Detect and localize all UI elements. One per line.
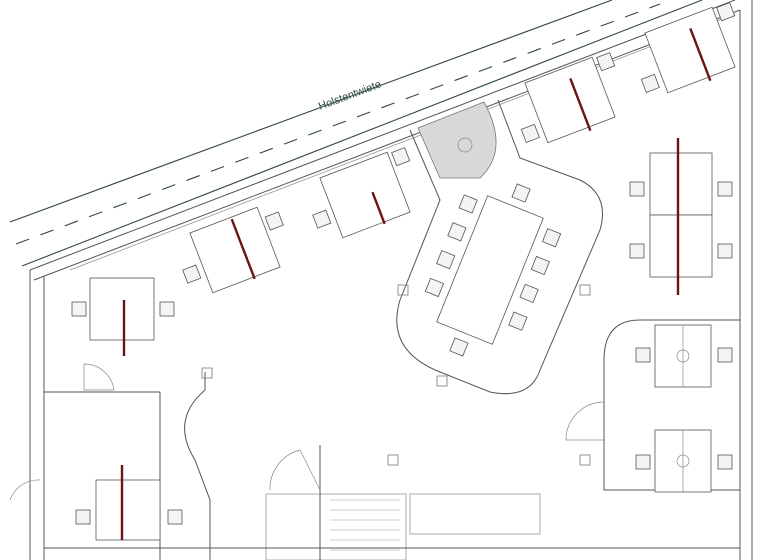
conference-room	[396, 99, 603, 395]
desk-block-left	[71, 277, 175, 356]
meeting-area-right	[565, 319, 740, 493]
facade-wall	[29, 0, 753, 560]
desk-cluster	[182, 2, 736, 294]
staircase	[44, 445, 740, 560]
columns	[201, 284, 591, 466]
desk-block-right	[629, 138, 733, 295]
shaded-area	[417, 101, 497, 179]
room-bottom-left	[9, 363, 211, 560]
street-name: Holstentwiete	[317, 78, 383, 112]
conference-table	[436, 195, 544, 345]
